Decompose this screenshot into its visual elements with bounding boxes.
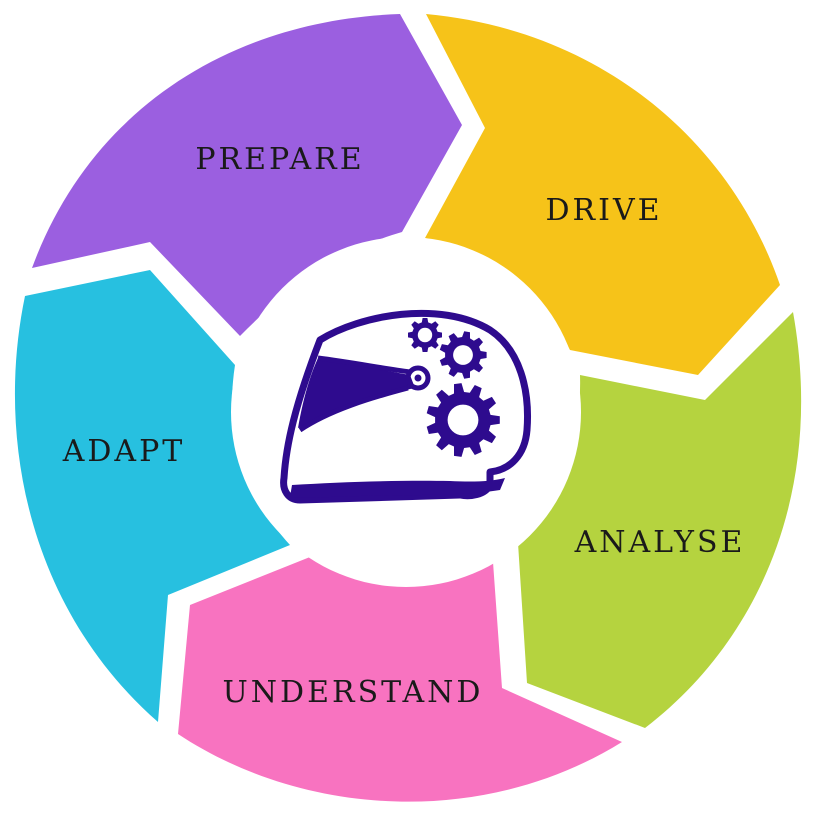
segment-prepare: [32, 14, 462, 336]
gear-hole: [453, 345, 473, 365]
stage-label-adapt: ADAPT: [62, 434, 186, 469]
gear-medium-icon: [439, 331, 487, 379]
stage-label-drive: DRIVE: [545, 193, 662, 228]
segment-analyse: [518, 312, 802, 728]
gear-hole: [447, 404, 479, 436]
segment-drive: [425, 14, 780, 375]
stage-label-analyse: ANALYSE: [574, 525, 746, 560]
racing-helmet-with-gears-icon: [280, 309, 531, 504]
stage-label-prepare: PREPARE: [195, 142, 364, 177]
segment-adapt: [14, 270, 290, 722]
gear-hole: [417, 327, 433, 343]
gear-large-icon: [426, 383, 500, 457]
gear-small-icon: [408, 318, 442, 352]
stage-label-understand: UNDERSTAND: [223, 675, 484, 710]
segment-understand: [178, 557, 622, 802]
